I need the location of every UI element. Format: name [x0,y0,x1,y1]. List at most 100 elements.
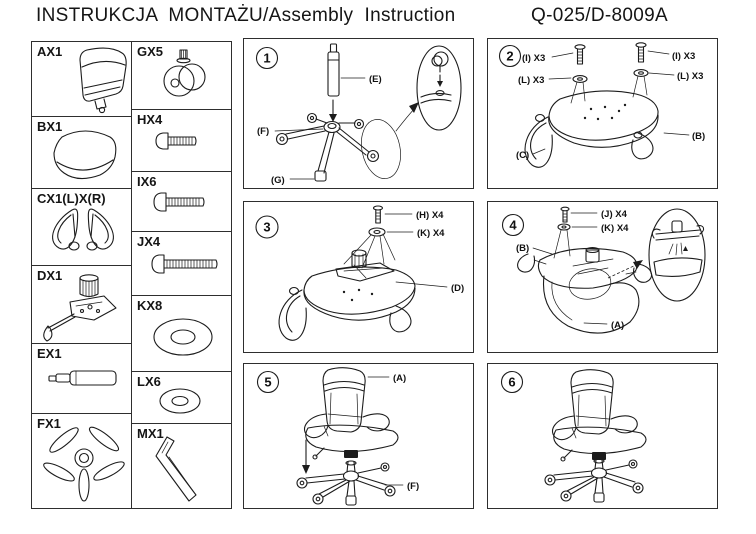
svg-text:(I) X3: (I) X3 [522,53,545,64]
part-box-fx1: FX1 [31,413,132,509]
detail-bubble [648,208,706,302]
svg-text:(F): (F) [257,126,269,137]
part-code: EX1 [37,346,62,361]
gas-lift-icon [48,370,117,386]
step-number-badge: 1 [255,46,279,70]
label-d: (D) [395,281,464,294]
step-4-panel: 4 (J) X4 (K) X4 [487,201,718,353]
five-star-base-drawing [275,112,380,182]
label-c: (C) [516,148,546,161]
step-2-panel: 2 [487,38,718,189]
svg-text:(B): (B) [692,131,705,142]
caster-wheel-icon [163,49,206,97]
seat-back-assembly-drawing [517,246,653,334]
washer-drawing [557,223,571,231]
label-e: (E) [340,74,382,85]
svg-text:(E): (E) [369,74,382,85]
part-code: MX1 [137,426,164,441]
washer-small-icon [159,388,201,414]
seat-upside-down-drawing [524,90,659,168]
part-box-cx1: CX1(L)X(R) [31,188,132,266]
part-code: HX4 [137,112,163,127]
label-k: (K) X4 [386,228,445,239]
seat-cushion-icon [53,130,117,180]
bolt-long-icon [151,254,218,274]
bolt-medium-icon [153,192,205,212]
assembled-chair-drawing [544,369,647,503]
svg-text:(C): (C) [516,150,529,161]
label-k: (K) X4 [571,223,629,234]
step-number-badge: 5 [256,370,280,394]
five-star-base-icon [43,426,125,502]
svg-text:(B): (B) [516,243,529,254]
part-box-bx1: BX1 [31,116,132,189]
step-number: 4 [509,218,517,233]
svg-text:(D): (D) [451,283,464,294]
svg-text:(L) X3: (L) X3 [677,71,703,82]
label-i-right: (I) X3 [647,50,695,62]
label-b: (B) [663,131,705,142]
step-1-panel: 1 (E) [243,38,474,189]
step-number: 1 [263,51,270,66]
step-number-badge: 4 [501,213,525,237]
washer-right-drawing [633,69,649,77]
part-box-dx1: DX1 [31,265,132,344]
down-arrow [302,439,310,474]
zoom-source-ellipse [361,119,401,179]
label-f: (F) [384,481,419,492]
label-f: (F) [257,126,324,137]
screw-drawing [372,205,384,224]
step-number: 3 [263,220,270,235]
projection-lines [570,75,648,104]
part-box-hx4: HX4 [131,109,232,172]
down-arrow [329,99,337,122]
svg-text:(F): (F) [407,481,419,492]
label-a: (A) [583,320,624,331]
label-i-left: (I) X3 [522,52,574,64]
svg-text:(K) X4: (K) X4 [601,223,629,234]
screw-left-drawing [574,44,586,65]
part-box-lx6: LX6 [131,371,232,424]
svg-text:(A): (A) [393,373,406,384]
step-number: 2 [506,49,513,64]
part-box-ax1: AX1 [31,41,132,117]
label-l-left: (L) X3 [518,75,572,86]
armrest-pair-icon [52,208,114,251]
label-b: (B) [516,243,553,255]
detail-bubble [416,45,462,131]
part-code: AX1 [37,44,63,59]
base-assembly-drawing [296,460,396,506]
zoom-arrow [395,102,419,132]
part-code: BX1 [37,119,63,134]
svg-text:(I) X3: (I) X3 [672,51,695,62]
seat-upside-down-drawing [278,266,416,341]
svg-text:(G): (G) [271,175,285,186]
washer-drawing [368,227,386,237]
step-number-badge: 3 [255,215,279,239]
model-number: Q-025/D-8009A [531,5,668,26]
step-number-badge: 2 [498,44,522,68]
projection-lines [343,233,396,269]
part-box-kx8: KX8 [131,295,232,372]
step-3-panel: 3 (H) X4 (K) X4 [243,201,474,353]
tilt-mechanism-drawing [335,249,395,282]
part-code: IX6 [137,174,157,189]
part-box-jx4: JX4 [131,231,232,296]
part-box-mx1: MX1 [131,423,232,509]
part-code: DX1 [37,268,63,283]
label-h: (H) X4 [384,210,444,221]
label-g: (G) [271,175,315,186]
sheet-title: INSTRUKCJA MONTAŻU/Assembly Instruction [36,5,456,26]
step-number: 6 [508,375,515,390]
zoom-arrow [607,260,643,279]
svg-text:(H) X4: (H) X4 [416,210,444,221]
part-code: KX8 [137,298,163,313]
label-a: (A) [367,373,406,384]
svg-text:(J) X4: (J) X4 [601,209,628,220]
washer-left-drawing [572,75,588,83]
label-j: (J) X4 [570,209,628,220]
gas-lift-drawing [327,43,340,97]
part-code: GX5 [137,44,164,59]
projection-lines [553,229,571,259]
